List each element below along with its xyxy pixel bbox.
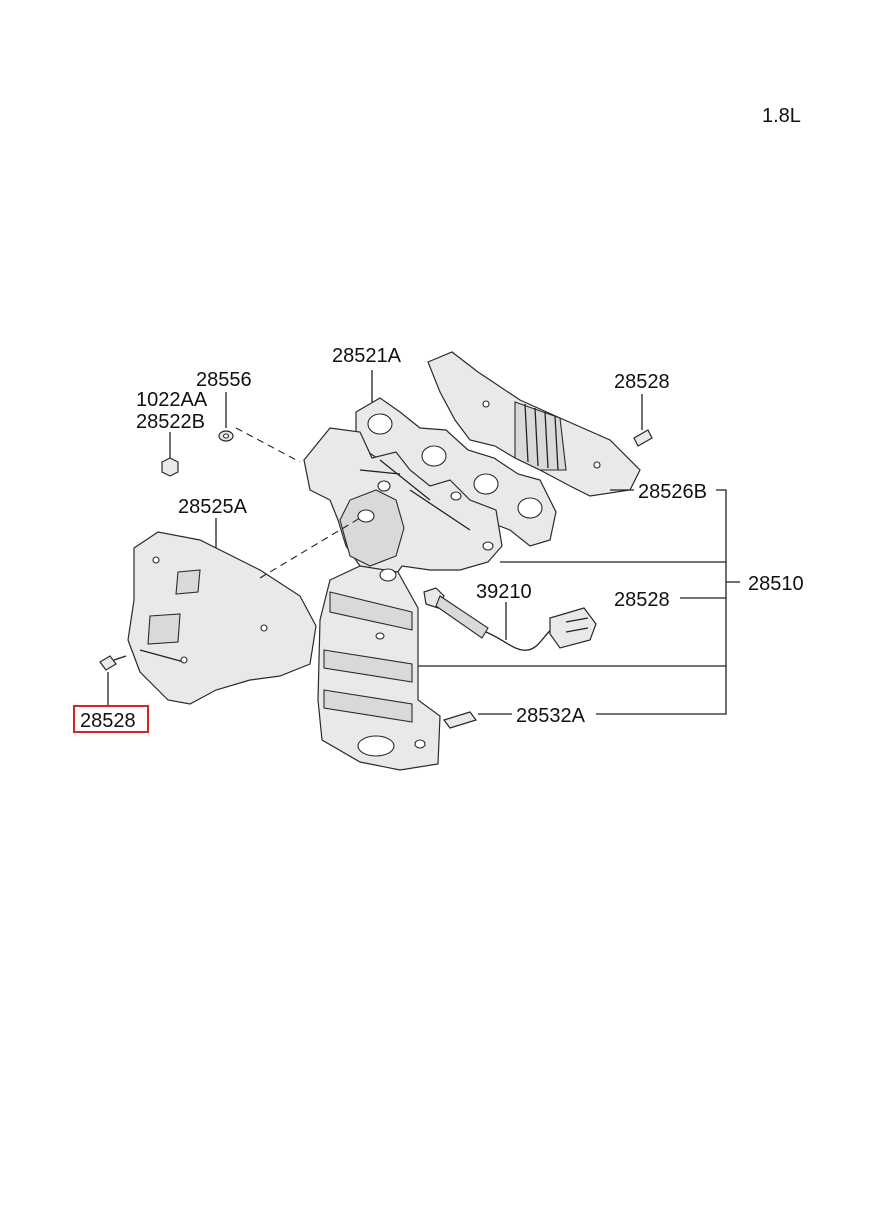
lower-heat-shield <box>127 531 317 705</box>
label-28510[interactable]: 28510 <box>748 573 804 595</box>
leader-lines <box>107 370 740 715</box>
bolt-top <box>633 429 653 447</box>
nut <box>161 457 179 477</box>
stud <box>443 711 477 729</box>
label-28556[interactable]: 28556 <box>196 369 252 391</box>
highlight-box <box>73 705 149 733</box>
oxygen-sensor <box>423 587 597 651</box>
upper-heat-shield <box>427 351 641 497</box>
label-28528-left[interactable]: 28528 <box>80 710 136 732</box>
label-28528-top[interactable]: 28528 <box>614 371 670 393</box>
washer <box>218 430 234 442</box>
label-28532A[interactable]: 28532A <box>516 705 586 727</box>
label-28526B[interactable]: 28526B <box>638 481 707 503</box>
label-39210[interactable]: 39210 <box>476 581 532 603</box>
label-28528-mid[interactable]: 28528 <box>614 589 670 611</box>
exhaust-manifold <box>303 427 503 581</box>
engine-label: 1.8L <box>762 105 801 127</box>
label-28521A[interactable]: 28521A <box>332 345 402 367</box>
label-1022AA[interactable]: 1022AA <box>136 389 208 411</box>
catalytic-converter <box>317 565 441 771</box>
label-28522B[interactable]: 28522B <box>136 411 205 433</box>
label-28525A[interactable]: 28525A <box>178 496 248 518</box>
bolt-left <box>99 655 127 671</box>
